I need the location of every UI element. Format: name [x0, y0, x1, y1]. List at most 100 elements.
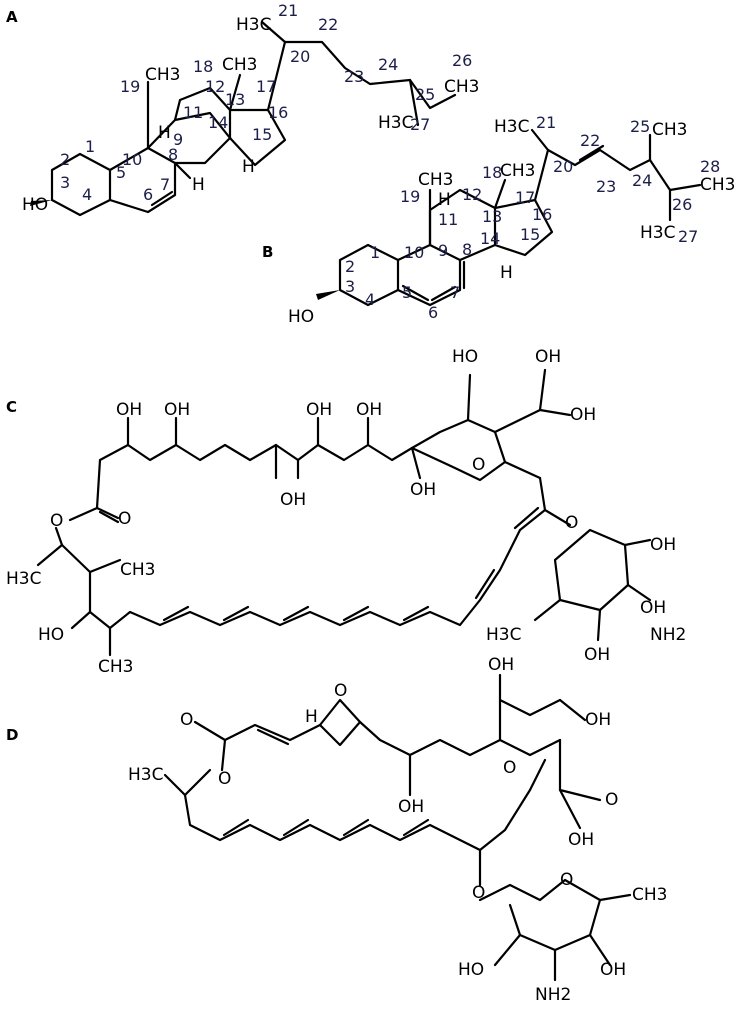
b-c28-methyl-label: CH3: [700, 175, 735, 195]
panel-d-label: D: [6, 726, 18, 744]
b-locant: 10: [404, 243, 424, 262]
c-oh-1: OH: [116, 400, 142, 420]
b-locant: 28: [700, 157, 720, 176]
c-ch3-label-1: CH3: [120, 560, 155, 580]
d-ester-o: O: [218, 769, 231, 789]
a-locant: 8: [168, 145, 178, 164]
d-carboxyl-o: O: [605, 790, 618, 810]
a-locant: 17: [256, 77, 276, 96]
c-ho-label-1: HO: [38, 625, 64, 645]
b-locant: 26: [672, 195, 692, 214]
b-locant: 22: [580, 131, 600, 150]
d-ring-o: O: [503, 758, 516, 778]
a-locant: 11: [183, 103, 203, 122]
panel-c-label: C: [6, 398, 17, 416]
panel-b-structure: B HO H H CH3 CH3 H3C CH3 CH3 H3C 1 2 3 4…: [262, 113, 735, 327]
a-locant: 7: [160, 175, 170, 194]
a-locant: 6: [143, 185, 153, 204]
a-locant: 24: [378, 55, 398, 74]
b-locant: 11: [438, 210, 458, 229]
c-oh-sugar-2: OH: [640, 598, 666, 618]
a-ho-label: HO: [22, 195, 48, 215]
d-nh2-label: NH2: [535, 985, 571, 1005]
d-ho-sugar: HO: [458, 960, 484, 980]
a-locant: 4: [82, 185, 92, 204]
d-oh-3: OH: [585, 710, 611, 730]
c-carboxyl-o: OH: [535, 347, 561, 367]
c-carboxyl-oh: OH: [570, 405, 596, 425]
a-locant: 9: [173, 130, 183, 149]
a-h14-label: H: [242, 157, 255, 177]
c-oh-5: OH: [280, 490, 306, 510]
c-h3c-sugar: H3C: [486, 625, 521, 645]
c-nh2-label: NH2: [650, 625, 686, 645]
a-locant: 5: [116, 163, 126, 182]
c-ho-label-2: HO: [452, 347, 478, 367]
c-ch3-label-2: CH3: [98, 657, 133, 677]
a-locant: 13: [225, 90, 245, 109]
a-locant: 26: [452, 51, 472, 70]
a-c27-methyl-label: H3C: [378, 113, 413, 133]
b-locant: 13: [482, 207, 502, 226]
a-locant: 15: [252, 125, 272, 144]
d-glycosidic-o: O: [472, 883, 485, 903]
b-h14-label: H: [500, 263, 513, 283]
a-locant: 20: [290, 47, 310, 66]
c-oh-6: OH: [410, 480, 436, 500]
b-locant: 3: [345, 277, 355, 296]
a-locant: 27: [410, 115, 430, 134]
b-locant: 25: [630, 117, 650, 136]
b-locant: 5: [402, 283, 412, 302]
b-h9-label: H: [438, 190, 451, 210]
b-locant: 8: [462, 240, 472, 259]
b-locant: 12: [462, 185, 482, 204]
a-locant: 16: [268, 103, 288, 122]
d-oh-2: OH: [488, 655, 514, 675]
a-c18-methyl-label: CH3: [222, 55, 257, 75]
a-locant: 21: [278, 1, 298, 20]
b-locant: 23: [596, 177, 616, 196]
b-locant: 7: [450, 283, 460, 302]
d-sugar-ring-o: O: [560, 870, 573, 890]
a-locant: 19: [120, 77, 140, 96]
b-locant: 14: [480, 229, 500, 248]
a-locant: 14: [208, 113, 228, 132]
b-locant: 21: [536, 113, 556, 132]
c-h3c-label: H3C: [6, 569, 41, 589]
b-locant: 6: [428, 303, 438, 322]
b-locant: 18: [482, 163, 502, 182]
b-ho-label: HO: [288, 307, 314, 327]
d-oh-sugar: OH: [600, 960, 626, 980]
a-locant: 12: [205, 77, 225, 96]
a-h9-label: H: [158, 123, 171, 143]
b-locant: 16: [532, 205, 552, 224]
b-locant: 19: [400, 187, 420, 206]
b-locant: 2: [345, 257, 355, 276]
c-ring-o: O: [472, 455, 485, 475]
b-c18-methyl-label: CH3: [500, 161, 535, 181]
b-locant: 17: [515, 188, 535, 207]
panel-d-structure: D O O H3C H O OH OH O OH O: [6, 655, 667, 1005]
a-c21-methyl-label: H3C: [236, 15, 271, 35]
c-oh-2: OH: [164, 400, 190, 420]
c-oh-sugar-1: OH: [650, 535, 676, 555]
a-locant: 1: [85, 137, 95, 156]
a-locant: 23: [344, 67, 364, 86]
a-c26-methyl-label: CH3: [444, 77, 479, 97]
c-ester-o: O: [50, 511, 63, 531]
b-locant: 4: [365, 290, 375, 309]
a-locant: 2: [60, 150, 70, 169]
panel-c-structure: C: [6, 347, 686, 677]
a-locant: 25: [415, 85, 435, 104]
b-c21-methyl-label: H3C: [494, 117, 529, 137]
d-oh-1: OH: [398, 797, 424, 817]
b-c19-methyl-label: CH3: [418, 170, 453, 190]
b-locant: 24: [632, 171, 652, 190]
b-c27-methyl-label: H3C: [640, 223, 675, 243]
a-h8-label: H: [192, 175, 205, 195]
d-h3c-label: H3C: [128, 765, 163, 785]
c-oh-3: OH: [306, 400, 332, 420]
panel-a-structure: A HO H H H CH3 CH3 H3C CH3 H3C 1: [6, 1, 479, 217]
a-locants: 1 2 3 4 5 6 7 8 9 10 11 12 13 14 15 16 1…: [60, 1, 472, 204]
